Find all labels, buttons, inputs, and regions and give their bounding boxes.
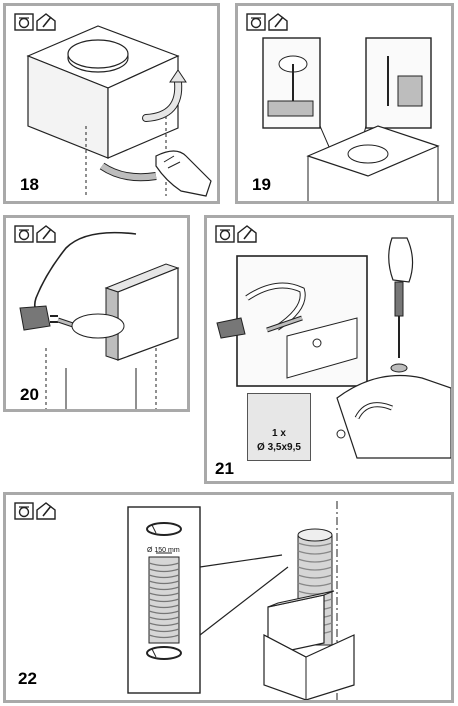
duct-diameter-label: Ø 150 mm bbox=[147, 547, 180, 554]
power-plug-illustration bbox=[6, 218, 187, 409]
flexible-duct-illustration bbox=[6, 495, 451, 700]
screw-quantity: 1 x bbox=[248, 428, 310, 439]
screw-size: Ø 3,5x9,5 bbox=[248, 442, 310, 453]
hood-installation-illustration bbox=[6, 6, 217, 201]
screw-spec-box: 1 x Ø 3,5x9,5 bbox=[247, 393, 311, 461]
step-number: 20 bbox=[20, 386, 39, 403]
step-panel-20: 20 bbox=[3, 215, 190, 412]
step-panel-22: Ø 150 mm 22 bbox=[3, 492, 454, 703]
step-number: 19 bbox=[252, 176, 271, 193]
step-panel-18: 18 bbox=[3, 3, 220, 204]
step-number: 21 bbox=[215, 460, 234, 477]
step-panel-21: 1 x Ø 3,5x9,5 21 bbox=[204, 215, 454, 484]
screw-fixing-illustration bbox=[238, 6, 451, 201]
cable-clamp-illustration bbox=[207, 218, 451, 481]
step-panel-19: 19 bbox=[235, 3, 454, 204]
step-number: 22 bbox=[18, 670, 37, 687]
step-number: 18 bbox=[20, 176, 39, 193]
